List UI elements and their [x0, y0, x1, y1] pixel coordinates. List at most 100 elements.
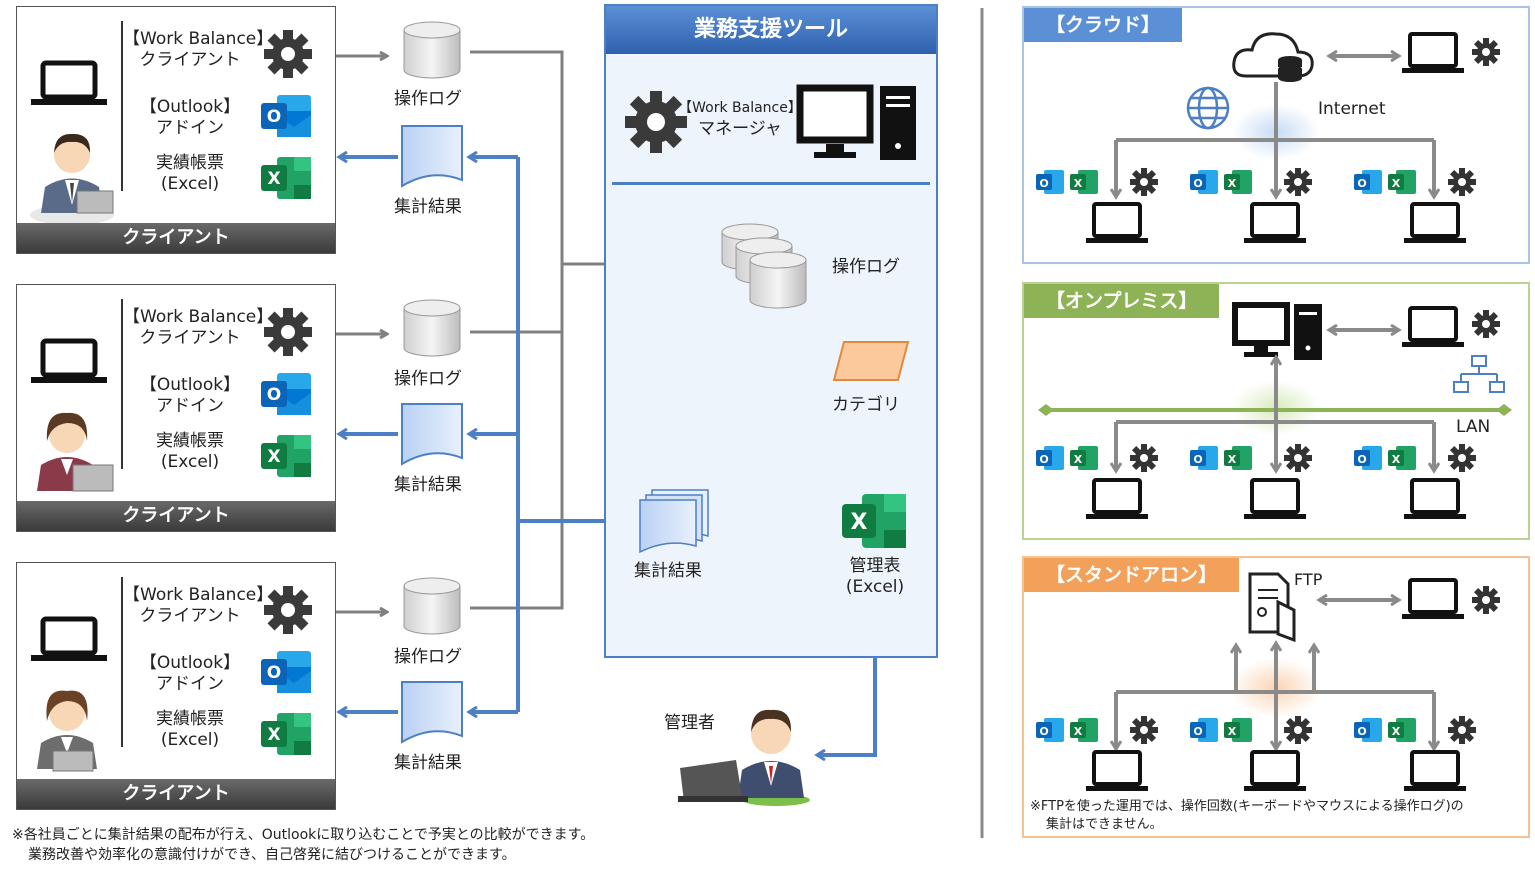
svg-text:O: O — [1039, 725, 1048, 738]
excel-icon: X — [1070, 718, 1098, 742]
internet-label: Internet — [1318, 99, 1386, 119]
wb-client-label: 【Work Balance】クライアント — [123, 307, 274, 348]
document-icon — [401, 125, 463, 188]
onprem-title: 【オンプレミス】 — [1024, 284, 1220, 318]
svg-text:O: O — [1193, 725, 1202, 738]
outlook-icon: O — [1036, 718, 1064, 742]
excel-icon: X — [1224, 446, 1252, 470]
gear-icon — [264, 586, 312, 634]
svg-text:O: O — [1193, 453, 1202, 466]
log-label-2: 操作ログ — [394, 369, 462, 389]
panel-divider — [121, 299, 123, 469]
category-label: カテゴリ — [832, 395, 900, 415]
admin-user-avatar — [678, 709, 810, 806]
tool-log-label: 操作ログ — [832, 257, 900, 277]
laptop-icon — [1404, 478, 1466, 519]
gear-icon — [1448, 716, 1476, 744]
svg-text:O: O — [1357, 453, 1366, 466]
svg-text:X: X — [1228, 453, 1237, 466]
cloud-icon — [1232, 32, 1314, 82]
gear-icon — [1472, 310, 1500, 338]
gear-icon — [1284, 444, 1312, 472]
svg-text:X: X — [267, 725, 280, 745]
ftp-label: FTP — [1294, 570, 1323, 589]
environment-diagrams: O X O X O X O X O X O — [1036, 32, 1512, 791]
ftp-server-icon — [1248, 572, 1296, 643]
laptop-icon — [1086, 750, 1148, 791]
cloud-env-box: 【クラウド】 — [1022, 6, 1530, 264]
laptop-icon — [1244, 750, 1306, 791]
svg-text:X: X — [1074, 453, 1083, 466]
svg-text:O: O — [1039, 453, 1048, 466]
svg-text:X: X — [267, 169, 280, 189]
excel-icon: X — [1070, 446, 1098, 470]
document-icon — [401, 403, 463, 466]
laptop-icon — [31, 338, 107, 383]
log-label-1: 操作ログ — [394, 89, 462, 109]
admin-sheet-label: 管理表(Excel) — [845, 556, 905, 597]
tool-title: 業務支援ツール — [606, 6, 936, 54]
outlook-icon: O — [1190, 718, 1218, 742]
excel-report-label: 実績帳票(Excel) — [156, 431, 224, 472]
panel-divider — [121, 577, 123, 747]
cloud-title: 【クラウド】 — [1024, 8, 1183, 42]
excel-icon: X — [1070, 170, 1098, 194]
admin-label: 管理者 — [664, 713, 715, 733]
gear-icon — [1130, 444, 1158, 472]
gear-icon — [1472, 586, 1500, 614]
desktop-server-icon — [1232, 302, 1322, 360]
excel-icon: X — [261, 713, 311, 755]
excel-icon: X — [261, 435, 311, 477]
svg-text:O: O — [1357, 725, 1366, 738]
gear-icon — [264, 308, 312, 356]
excel-icon: X — [261, 157, 311, 199]
wb-client-label: 【Work Balance】クライアント — [123, 29, 274, 70]
gear-icon — [1448, 444, 1476, 472]
excel-icon: X — [1388, 170, 1416, 194]
svg-text:O: O — [1039, 177, 1048, 190]
result-label-2: 集計結果 — [394, 475, 462, 495]
svg-text:O: O — [1357, 177, 1366, 190]
wb-client-label: 【Work Balance】クライアント — [123, 585, 274, 626]
footnote-line-2: 業務改善や効率化の意識付けができ、自己啓発に結びつけることができます。 — [28, 847, 516, 863]
laptop-icon — [1086, 478, 1148, 519]
database-icon — [403, 577, 461, 635]
gear-icon — [1130, 716, 1158, 744]
ftp-note-line-2: 集計はできません。 — [1046, 817, 1163, 832]
male-user-avatar — [30, 133, 114, 223]
client-footer: クライアント — [17, 779, 335, 809]
outlook-icon: O — [1190, 446, 1218, 470]
excel-icon: X — [1224, 718, 1252, 742]
laptop-icon — [1244, 202, 1306, 243]
desktop-server-icon — [796, 84, 916, 160]
excel-icon: X — [842, 494, 906, 548]
gear-icon — [264, 30, 312, 78]
laptop-icon — [31, 60, 107, 105]
outlook-icon: O — [1036, 170, 1064, 194]
female-user-avatar — [37, 412, 114, 492]
svg-text:X: X — [851, 510, 868, 535]
excel-icon: X — [1388, 446, 1416, 470]
laptop-icon — [31, 616, 107, 661]
laptop-icon — [1244, 478, 1306, 519]
client-footer: クライアント — [17, 223, 335, 253]
ftp-note-line-1: ※FTPを使った運用では、操作回数(キーボードやマウスによる操作ログ)の — [1030, 799, 1464, 814]
laptop-icon — [1402, 32, 1464, 73]
document-icon — [401, 681, 463, 744]
excel-report-label: 実績帳票(Excel) — [156, 709, 224, 750]
svg-text:X: X — [1074, 177, 1083, 190]
documents-stack-icon — [639, 489, 709, 554]
svg-text:O: O — [267, 663, 281, 683]
gear-icon — [1448, 168, 1476, 196]
excel-report-label: 実績帳票(Excel) — [156, 153, 224, 194]
svg-text:X: X — [1074, 725, 1083, 738]
tool-divider — [612, 182, 930, 185]
svg-text:O: O — [267, 107, 281, 127]
svg-text:X: X — [1392, 177, 1401, 190]
outlook-addin-label: 【Outlook】アドイン — [139, 375, 241, 416]
onprem-env-box: 【オンプレミス】 — [1022, 282, 1530, 540]
database-stack-icon — [721, 223, 807, 309]
outlook-addin-label: 【Outlook】アドイン — [139, 97, 241, 138]
svg-text:O: O — [1193, 177, 1202, 190]
outlook-addin-label: 【Outlook】アドイン — [139, 653, 241, 694]
